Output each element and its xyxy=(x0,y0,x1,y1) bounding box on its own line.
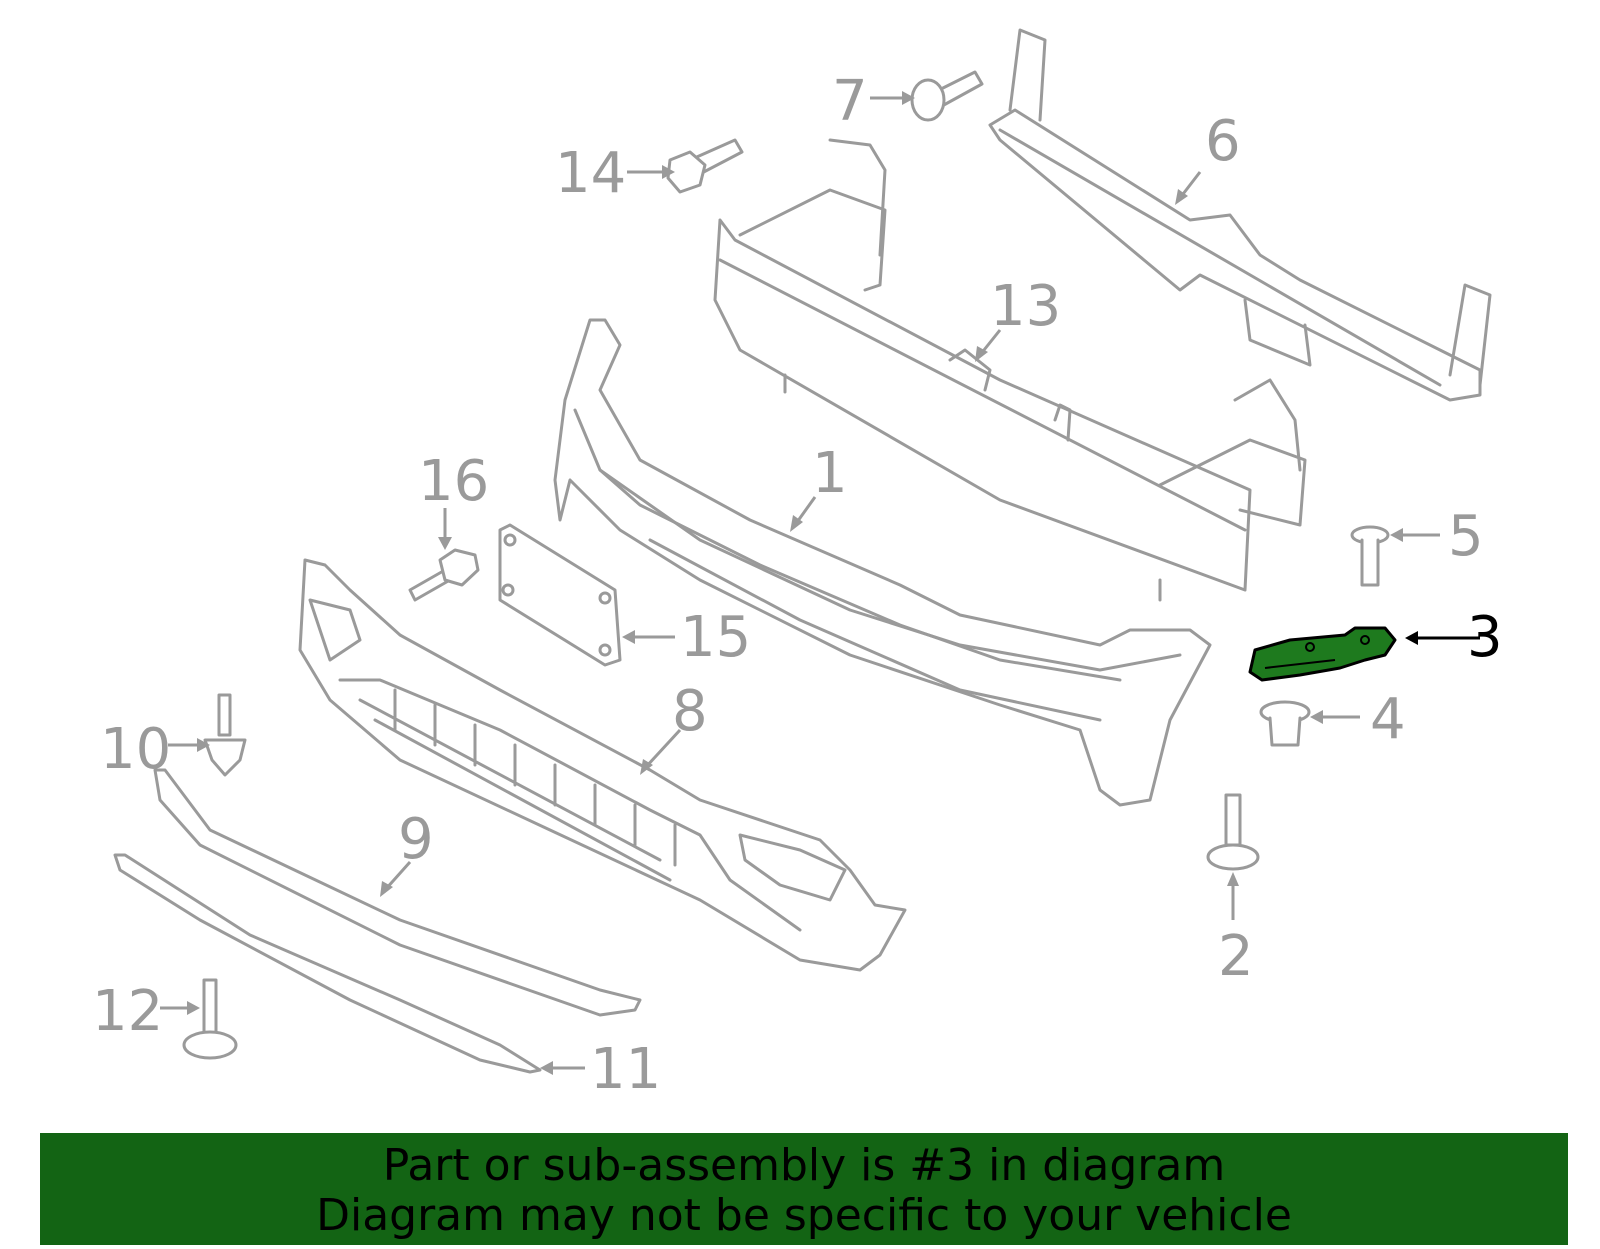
leader-arrows xyxy=(160,91,1480,1075)
callout-1: 1 xyxy=(812,441,848,506)
callout-14: 14 xyxy=(555,141,626,206)
callout-labels: 1 2 3 4 5 6 7 8 9 10 11 12 13 14 15 16 xyxy=(92,69,1503,1102)
part-9-moulding xyxy=(153,768,642,1017)
info-banner: Part or sub-assembly is #3 in diagram Di… xyxy=(40,1133,1568,1245)
part-1-bumper-cover xyxy=(553,318,1212,807)
part-2-push-pin xyxy=(1206,793,1260,871)
part-5-clip xyxy=(1350,525,1390,587)
part-7-bolt xyxy=(910,70,984,122)
callout-6: 6 xyxy=(1205,109,1241,174)
part-15-license-bracket xyxy=(498,523,622,667)
callout-16: 16 xyxy=(418,449,489,514)
callout-5: 5 xyxy=(1448,504,1484,569)
banner-line-2: Diagram may not be specific to your vehi… xyxy=(316,1190,1292,1241)
callout-13: 13 xyxy=(990,274,1061,339)
part-6-reinforcement-bar xyxy=(988,28,1492,402)
callout-15: 15 xyxy=(680,605,751,670)
callout-7: 7 xyxy=(832,69,868,134)
part-13-beam xyxy=(713,138,1307,602)
banner-line-1: Part or sub-assembly is #3 in diagram xyxy=(382,1140,1226,1191)
part-11-strip xyxy=(113,853,542,1074)
part-4-nut xyxy=(1259,700,1311,747)
callout-4: 4 xyxy=(1370,687,1406,752)
callout-12: 12 xyxy=(92,979,163,1044)
callout-9: 9 xyxy=(398,807,434,872)
callout-11: 11 xyxy=(590,1037,661,1102)
part-12-push-pin xyxy=(182,978,238,1060)
callout-10: 10 xyxy=(100,717,171,782)
part-8-lower-valance xyxy=(298,558,907,972)
part-16-fastener xyxy=(408,548,480,602)
part-3-bracket-highlighted xyxy=(1248,626,1397,682)
part-14-bolt xyxy=(666,138,744,194)
part-10-push-pin xyxy=(203,693,247,777)
callout-3: 3 xyxy=(1467,605,1503,670)
callout-8: 8 xyxy=(672,679,708,744)
callout-2: 2 xyxy=(1218,924,1254,989)
